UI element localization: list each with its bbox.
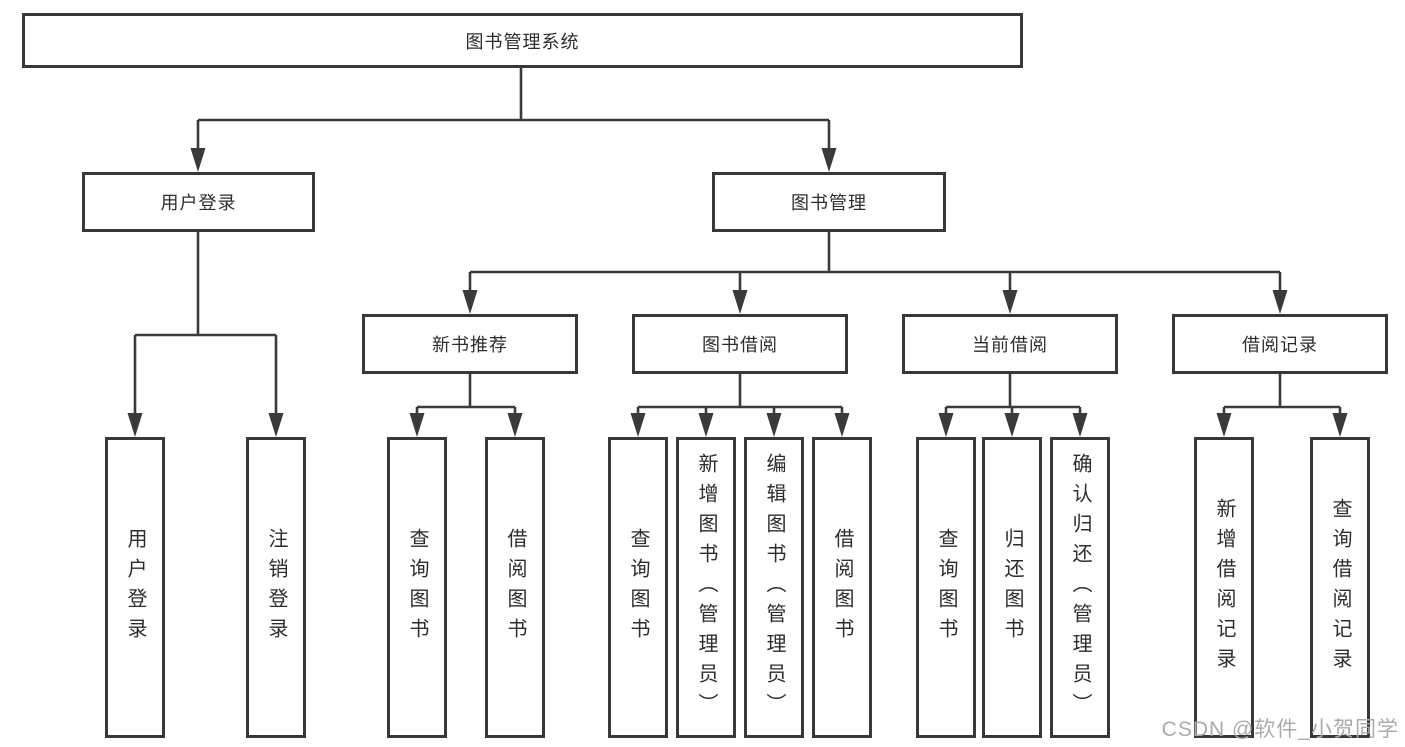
node-book-borrow: 图书借阅 — [632, 314, 848, 374]
node-user-login: 用户登录 — [82, 172, 315, 232]
leaf-return-books: 归还图书 — [982, 437, 1042, 738]
watermark-csdn: CSDN @软件_小贺同学 — [1161, 718, 1399, 741]
connector-borrow-records-to-leaves — [1216, 374, 1348, 437]
leaf-query-books-recommend: 查询图书 — [387, 437, 447, 738]
leaf-logout: 注销登录 — [246, 437, 306, 738]
leaf-query-books-borrow: 查询图书 — [608, 437, 668, 738]
connector-new-book-recommend-to-leaves — [409, 374, 523, 437]
leaf-add-borrow-record: 新增借阅记录 — [1194, 437, 1254, 738]
leaf-edit-book-admin: 编辑图书（管理员） — [744, 437, 804, 738]
leaf-query-borrow-record: 查询借阅记录 — [1310, 437, 1370, 738]
node-book-management: 图书管理 — [712, 172, 946, 232]
leaf-user-login: 用户登录 — [105, 437, 165, 738]
connector-book-management-to-level3 — [462, 232, 1288, 314]
node-current-borrow: 当前借阅 — [902, 314, 1118, 374]
connector-current-borrow-to-leaves — [938, 374, 1088, 437]
leaf-confirm-return-admin: 确认归还（管理员） — [1050, 437, 1110, 738]
connector-book-borrow-to-leaves — [630, 374, 850, 437]
node-borrow-records: 借阅记录 — [1172, 314, 1388, 374]
node-root: 图书管理系统 — [22, 13, 1023, 68]
leaf-borrow-books-borrow: 借阅图书 — [812, 437, 872, 738]
leaf-query-books-current: 查询图书 — [916, 437, 976, 738]
leaf-borrow-books-recommend: 借阅图书 — [485, 437, 545, 738]
node-new-book-recommend: 新书推荐 — [362, 314, 578, 374]
leaf-add-book-admin: 新增图书（管理员） — [676, 437, 736, 738]
connector-user-login-to-leaves — [127, 232, 284, 437]
connector-root-to-level2 — [190, 68, 837, 172]
